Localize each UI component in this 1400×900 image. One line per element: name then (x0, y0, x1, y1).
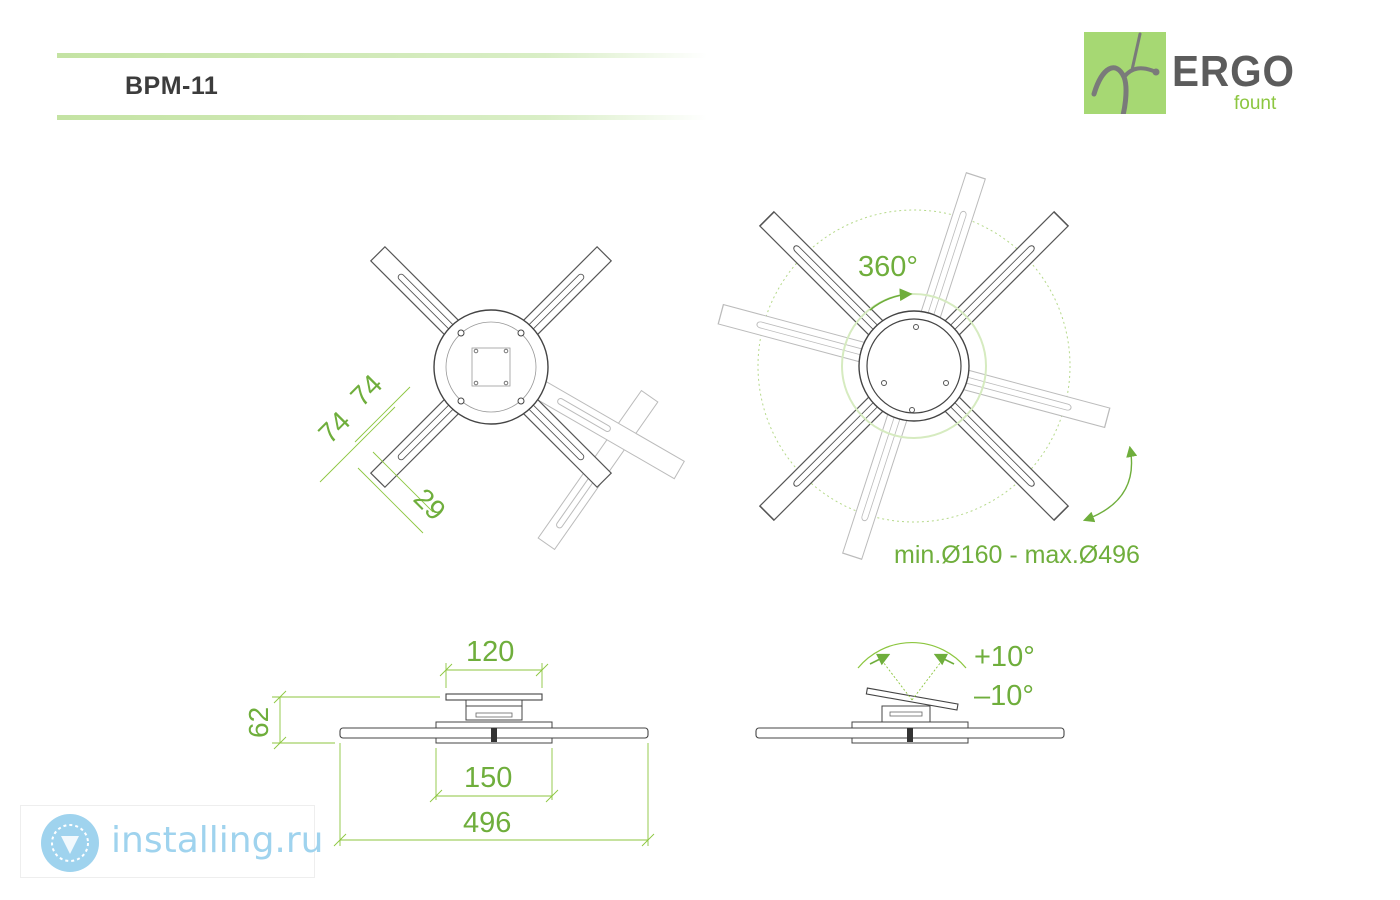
model-title: BPM-11 (125, 72, 219, 100)
watermark-logo-icon (41, 814, 99, 872)
top-view: 74 74 29 (312, 246, 685, 551)
dim-height: 62 (243, 707, 274, 738)
tilt-view: +10° –10° (755, 641, 1065, 744)
rotation-label: 360° (858, 251, 918, 283)
dim-slot-spacing-2: 74 (344, 368, 388, 412)
header-bottom-divider (57, 115, 707, 120)
watermark: installing.ru (20, 805, 323, 878)
watermark-text: installing.ru (111, 820, 324, 861)
tilt-down-label: –10° (974, 680, 1034, 712)
dim-plate-width: 120 (466, 636, 514, 668)
rotation-view-hub (858, 310, 970, 422)
rotation-range-label: min.Ø160 - max.Ø496 (894, 541, 1140, 569)
side-view: 120 62 150 496 (243, 636, 655, 847)
dim-slot-spacing-1: 74 (312, 405, 356, 449)
tilt-up-label: +10° (974, 641, 1035, 673)
rotation-view: 360° min.Ø160 - max.Ø496 (717, 172, 1140, 569)
header-top-divider (57, 53, 707, 58)
logo-mark-icon (1084, 32, 1166, 114)
ergo-fount-logo: ERGO fount (1082, 30, 1295, 130)
dim-base-width: 150 (464, 762, 512, 794)
dim-total-width: 496 (463, 807, 511, 839)
top-view-hub (433, 309, 549, 425)
dim-arm-width: 29 (408, 482, 452, 526)
logo-sub-text: fount (1234, 93, 1277, 114)
logo-brand-text: ERGO (1172, 47, 1295, 96)
